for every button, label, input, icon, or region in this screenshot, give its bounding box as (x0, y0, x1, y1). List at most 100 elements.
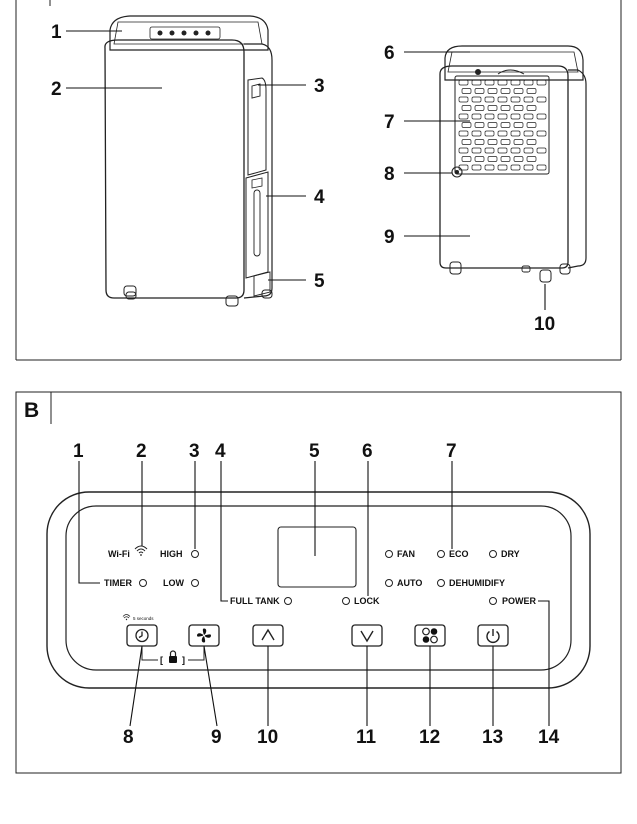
grille-slot (474, 156, 485, 162)
dehumidify-label: DEHUMIDIFY (449, 578, 505, 588)
grille-slot (471, 113, 482, 120)
eco-label: ECO (449, 549, 469, 559)
grille-slot (487, 105, 498, 111)
grille-slot (536, 113, 547, 120)
timer-led (139, 579, 147, 587)
callout-a-7: 7 (384, 112, 395, 133)
mode-button[interactable] (414, 624, 446, 647)
section-b-callouts-top: 1 2 3 4 5 6 7 (73, 441, 457, 462)
lock-label: LOCK (354, 596, 380, 606)
grille-slot (510, 147, 521, 154)
grille-slot (513, 139, 524, 145)
grille-slot (458, 164, 469, 171)
callout-a-3: 3 (314, 76, 325, 97)
grille-slot (474, 88, 485, 94)
up-button[interactable] (252, 624, 284, 647)
svg-text:[: [ (160, 655, 163, 665)
top-control-strip (149, 26, 221, 40)
callout-a-9: 9 (384, 227, 395, 248)
callout-a-5: 5 (314, 271, 325, 292)
low-label: LOW (163, 578, 184, 588)
power-button[interactable] (477, 624, 509, 647)
grille-slot (474, 122, 485, 128)
grille-slot (510, 130, 521, 137)
callout-b-6: 6 (362, 441, 373, 462)
callout-a-10: 10 (534, 314, 555, 335)
grille-slot (497, 147, 508, 154)
grille-slot (458, 79, 469, 86)
fan-led (385, 550, 393, 558)
grille-slot (523, 96, 534, 103)
grille-slot (458, 130, 469, 137)
grille-slot (536, 79, 547, 86)
section-b-leaders (78, 461, 550, 727)
fan-icon (197, 628, 211, 643)
grille-slot (510, 113, 521, 120)
grille-slot (536, 147, 547, 154)
callout-b-10: 10 (257, 727, 278, 748)
grille-slot (497, 96, 508, 103)
grille-slot (500, 156, 511, 162)
display-screen (277, 526, 357, 588)
callout-a-4: 4 (314, 187, 325, 208)
grille-slot (526, 105, 537, 111)
grille-slot (497, 164, 508, 171)
grille-slot (500, 88, 511, 94)
grille-slot (484, 130, 495, 137)
up-arrow-icon (261, 628, 275, 641)
section-a-leaders (66, 30, 546, 310)
callout-b-5: 5 (309, 441, 320, 462)
grille-slot (461, 88, 472, 94)
callout-b-4: 4 (215, 441, 226, 462)
grille-slot (510, 79, 521, 86)
high-label: HIGH (160, 549, 183, 559)
grille-slot (500, 105, 511, 111)
high-led (191, 550, 199, 558)
grille-slot (526, 122, 537, 128)
timer-button[interactable] (126, 624, 158, 647)
grille-slot (487, 139, 498, 145)
grille-slot (523, 130, 534, 137)
grille-slot (510, 164, 521, 171)
grille-slot (471, 164, 482, 171)
low-led (191, 579, 199, 587)
eco-led (437, 550, 445, 558)
grille-slot (526, 139, 537, 145)
grille-slot (523, 147, 534, 154)
svg-text:]: ] (182, 655, 185, 665)
section-b-callouts-bottom: 8 9 10 11 12 13 14 (123, 727, 560, 748)
grille-slot (513, 88, 524, 94)
dehumidifier-back-view (439, 45, 587, 283)
grille-slot (471, 147, 482, 154)
lock-icon (169, 650, 177, 663)
down-arrow-icon (360, 630, 374, 643)
grille-slot (487, 88, 498, 94)
grille-slot (461, 156, 472, 162)
callout-a-8: 8 (384, 164, 395, 185)
grille-slot (526, 88, 537, 94)
lock-led (342, 597, 350, 605)
down-button[interactable] (351, 624, 383, 647)
auto-led (385, 579, 393, 587)
grille-slot (497, 79, 508, 86)
wifi-label: Wi-Fi (108, 549, 130, 559)
fan-speed-button[interactable] (188, 624, 220, 647)
grille-slot (536, 96, 547, 103)
callout-b-8: 8 (123, 727, 134, 748)
callout-a-6: 6 (384, 43, 395, 64)
dehumidifier-front-view (104, 15, 273, 307)
callout-b-9: 9 (211, 727, 222, 748)
grille-slot (523, 164, 534, 171)
wifi-icon (134, 545, 148, 556)
grille-slot (458, 96, 469, 103)
callout-b-7: 7 (446, 441, 457, 462)
callout-b-1: 1 (73, 441, 84, 462)
grille-slot (484, 79, 495, 86)
power-led (489, 597, 497, 605)
grille-slot (487, 122, 498, 128)
lock-combo-bracket: [ ] (141, 646, 205, 665)
dehumidify-led (437, 579, 445, 587)
callout-b-11: 11 (356, 727, 377, 748)
grille-slot (487, 156, 498, 162)
air-grille (454, 75, 550, 175)
